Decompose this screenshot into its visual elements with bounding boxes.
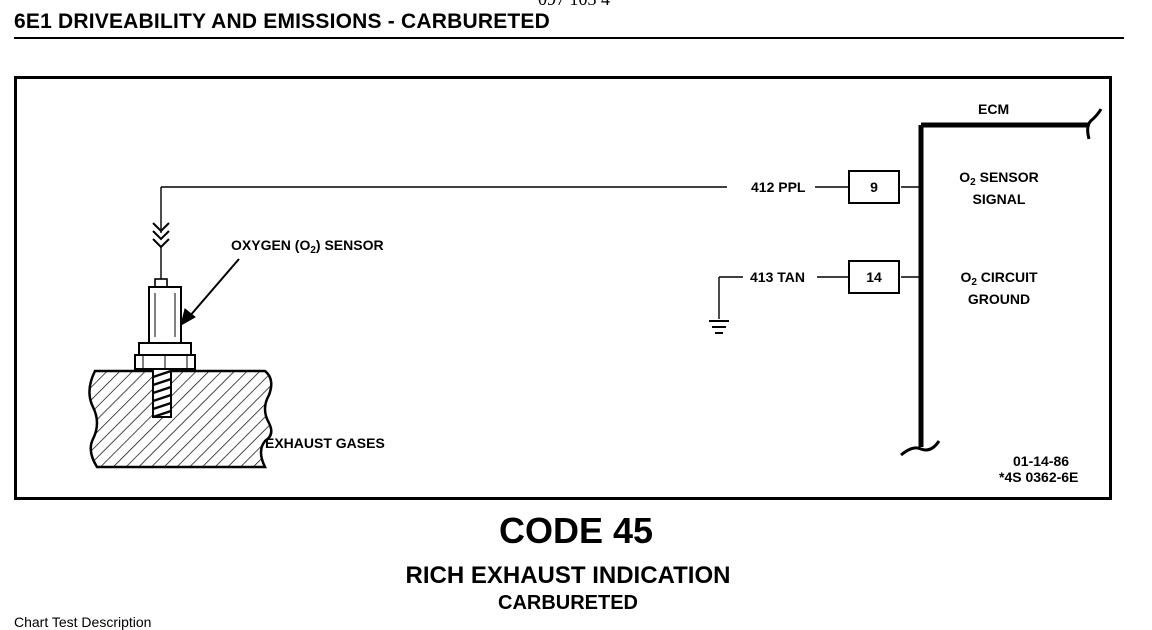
top-page-fragment: 097 103 4 bbox=[538, 0, 610, 10]
exhaust-pipe bbox=[88, 369, 273, 469]
ground-icon bbox=[709, 320, 729, 334]
header-rule bbox=[14, 37, 1124, 39]
diagram-date: 01-14-86 bbox=[1013, 453, 1070, 469]
o2-sensor-signal-label: O2 SENSOR SIGNAL bbox=[959, 169, 1039, 207]
ecm-break-top bbox=[1086, 108, 1103, 140]
o2-circuit-ground-label: O2 CIRCUIT GROUND bbox=[960, 269, 1038, 307]
page-header-title: 6E1 DRIVEABILITY AND EMISSIONS - CARBURE… bbox=[14, 10, 550, 33]
sensor-tip bbox=[154, 278, 168, 288]
wire-412-ppl-label: 412 PPL bbox=[751, 179, 806, 195]
oxygen-sensor-label: OXYGEN (O2) SENSOR bbox=[231, 237, 384, 256]
code-title: CODE 45 bbox=[498, 510, 654, 551]
wiring-diagram: ECM OXYGEN (O2) SENSOR EXHAUST GASES 412… bbox=[14, 76, 1112, 500]
sensor-pointer-arrow bbox=[188, 258, 240, 318]
code-subtitle: RICH EXHAUST INDICATION bbox=[405, 562, 731, 589]
wiring-lines bbox=[88, 108, 1103, 469]
bottom-text-fragment: Chart Test Description bbox=[14, 614, 152, 630]
sensor-body bbox=[148, 286, 182, 344]
ecm-pin-9: 9 bbox=[848, 170, 900, 204]
diagram-reference-number: *4S 0362-6E bbox=[999, 469, 1079, 485]
sensor-hex-nut bbox=[138, 342, 192, 356]
ecm-label: ECM bbox=[978, 101, 1010, 117]
code-subtitle-2: CARBURETED bbox=[498, 592, 638, 614]
wire-413-tan-label: 413 TAN bbox=[750, 269, 805, 285]
ecm-break-bottom bbox=[900, 440, 941, 457]
ecm-pin-14: 14 bbox=[848, 260, 900, 294]
exhaust-gases-label: EXHAUST GASES bbox=[265, 435, 385, 451]
